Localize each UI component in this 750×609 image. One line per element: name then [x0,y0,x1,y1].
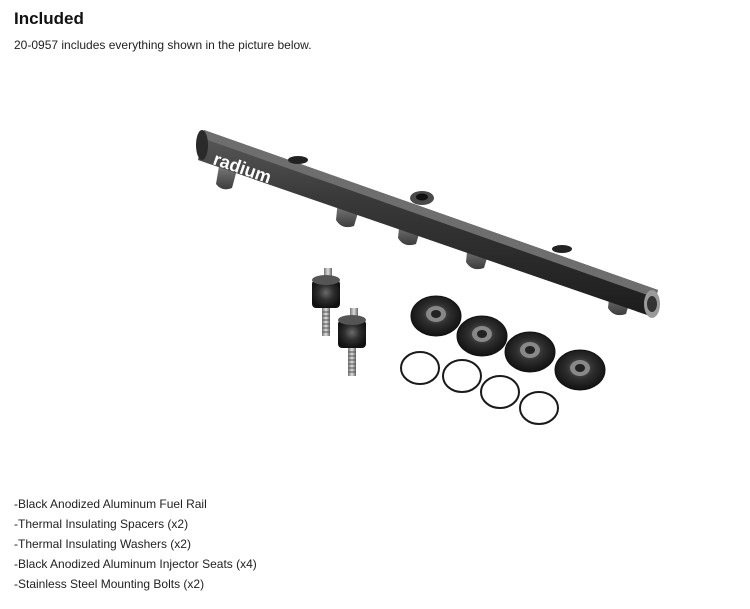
fuel-rail: radium [196,130,660,318]
injector-seats [410,295,606,391]
list-item: -Stainless Steel Mounting Bolts (x2) [14,577,205,591]
mounting-bolts [312,268,366,376]
list-item: -Black Anodized Aluminum Fuel Rail [14,497,207,511]
list-item: -Thermal Insulating Washers (x2) [14,537,191,551]
washer-ring [480,375,520,409]
list-item: -Black Anodized Aluminum Injector Seats … [14,557,257,571]
injector-seat [504,331,556,373]
washer-ring [519,391,559,425]
product-photo: radium [196,130,660,425]
injector-seat [410,295,462,337]
mounting-bolt [338,308,366,376]
section-subtitle: 20-0957 includes everything shown in the… [14,38,312,52]
mounting-bolt [312,268,340,336]
list-item: -Thermal Insulating Spacers (x2) [14,517,189,531]
washer-ring [400,351,440,385]
parts-list: -Black Anodized Aluminum Fuel Rail -Ther… [14,494,257,594]
injector-seat [554,349,606,391]
injector-seat [456,315,508,357]
insulating-washers [400,351,559,425]
section-heading: Included [14,9,84,28]
washer-ring [442,359,482,393]
